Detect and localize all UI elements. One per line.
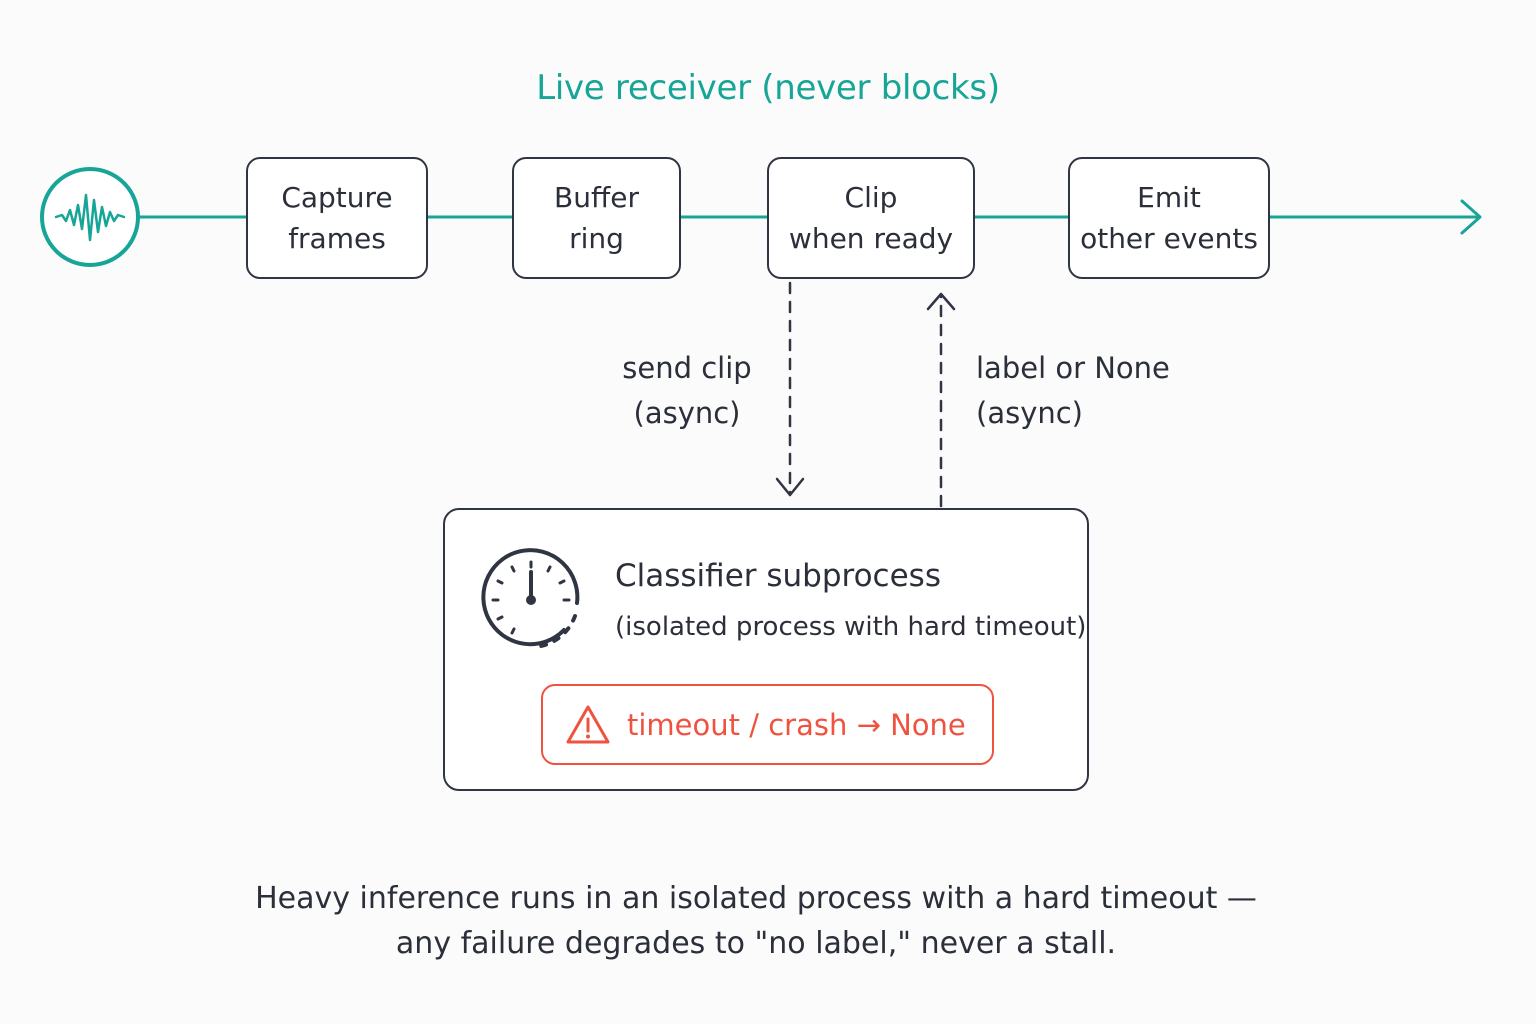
caption-line1: Heavy inference runs in an isolated proc… [255, 881, 1257, 916]
audio-waveform-icon [40, 167, 140, 267]
failure-text: timeout / crash → None [627, 707, 966, 742]
send-clip-label: send clip (async) [600, 346, 774, 436]
label-or-none-label: label or None (async) [976, 346, 1216, 436]
stage-label-line2: ring [569, 222, 624, 255]
caption-line2: any failure degrades to "no label," neve… [395, 926, 1117, 961]
stage-buffer-ring: Buffer ring [512, 157, 681, 279]
stage-label-line1: Capture [281, 181, 393, 214]
diagram-title: Live receiver (never blocks) [536, 68, 1000, 108]
stage-clip-when-ready: Clip when ready [767, 157, 975, 279]
receive-label-line1: label or None [976, 351, 1170, 385]
diagram-caption: Heavy inference runs in an isolated proc… [0, 876, 1512, 966]
send-clip-arrow [775, 281, 805, 497]
stage-label-line2: when ready [788, 222, 954, 255]
send-label-line2: (async) [633, 396, 741, 430]
stage-label-line1: Buffer [554, 181, 639, 214]
stage-label-line2: other events [1080, 222, 1258, 255]
stage-label-line1: Clip [844, 181, 898, 214]
warning-triangle-icon [566, 705, 610, 743]
timer-clock-icon [481, 548, 580, 648]
label-return-arrow [926, 292, 956, 508]
stage-label-line2: frames [288, 222, 386, 255]
stage-emit-other-events: Emit other events [1068, 157, 1270, 279]
flow-arrowhead-icon [1460, 199, 1482, 235]
subprocess-subtitle: (isolated process with hard timeout) [615, 612, 1087, 642]
subprocess-title: Classifier subprocess [615, 558, 941, 594]
classifier-subprocess-box: Classifier subprocess (isolated process … [443, 508, 1089, 791]
stage-label-line1: Emit [1137, 181, 1201, 214]
failure-badge: timeout / crash → None [541, 684, 994, 765]
stage-capture-frames: Capture frames [246, 157, 428, 279]
receive-label-line2: (async) [976, 396, 1083, 430]
send-label-line1: send clip [622, 351, 752, 385]
